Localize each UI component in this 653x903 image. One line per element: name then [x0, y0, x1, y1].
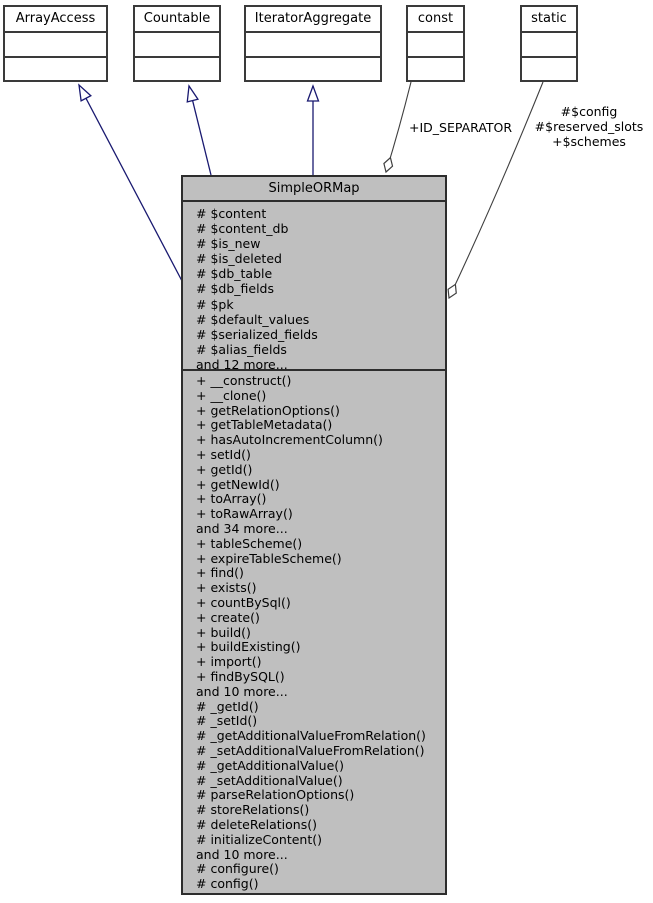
- method-line: + toRawArray(): [196, 506, 293, 522]
- method-line: + getId(): [196, 461, 253, 477]
- class-box-arrayaccess: ArrayAccess: [3, 5, 108, 82]
- empty-methods-compartment: [135, 58, 219, 80]
- aggregation-edge-const: [383, 81, 412, 174]
- method-line: + countBySql(): [196, 594, 291, 610]
- edge-label-line: +$schemes: [552, 134, 626, 149]
- class-box-static: static: [520, 5, 578, 82]
- class-box-simpleormap: SimpleORMap # $content# $content_db# $is…: [181, 175, 447, 895]
- method-line: + buildExisting(): [196, 639, 301, 655]
- empty-attributes-compartment: [522, 33, 576, 58]
- method-line: # initializeContent(): [196, 831, 323, 847]
- method-line: + import(): [196, 654, 262, 670]
- method-line: + setId(): [196, 446, 251, 462]
- attribute-line: # $content: [196, 206, 267, 221]
- edge-label-line: #$reserved_slots: [534, 119, 644, 134]
- method-line: # parseRelationOptions(): [196, 787, 355, 803]
- class-name: IteratorAggregate: [246, 7, 380, 33]
- method-line: + expireTableScheme(): [196, 550, 342, 566]
- empty-attributes-compartment: [5, 33, 106, 58]
- class-name: SimpleORMap: [183, 177, 445, 202]
- class-box-countable: Countable: [133, 5, 221, 82]
- method-line: + tableScheme(): [196, 535, 303, 551]
- inheritance-edge-countable: [186, 84, 212, 176]
- method-line: # _getAdditionalValueFromRelation(): [196, 728, 426, 744]
- method-line: # config(): [196, 876, 259, 892]
- attributes-compartment: # $content# $content_db# $is_new# $is_de…: [183, 202, 445, 371]
- class-name: static: [522, 7, 576, 33]
- method-line: and 10 more...: [196, 846, 288, 862]
- edge-label-const-members: +ID_SEPARATOR: [409, 120, 512, 135]
- attribute-line: # $content_db: [196, 221, 289, 237]
- empty-methods-compartment: [522, 58, 576, 80]
- method-line: # configure(): [196, 861, 279, 877]
- method-line: + getNewId(): [196, 476, 280, 492]
- empty-attributes-compartment: [408, 33, 463, 58]
- attribute-line: and 12 more...: [196, 356, 288, 371]
- class-name: const: [408, 7, 463, 33]
- edge-label-line: #$config: [560, 104, 618, 119]
- attribute-line: # $db_table: [196, 266, 273, 282]
- attribute-line: # $is_deleted: [196, 251, 282, 267]
- edge-label-static-members: #$config#$reserved_slots+$schemes: [528, 104, 650, 149]
- method-line: + create(): [196, 609, 260, 625]
- method-line: # deleteRelations(): [196, 816, 317, 832]
- class-box-iteratoraggregate: IteratorAggregate: [244, 5, 382, 82]
- empty-attributes-compartment: [246, 33, 380, 58]
- method-line: and 10 more...: [196, 683, 288, 699]
- inheritance-edge-arrayaccess: [78, 83, 183, 282]
- attribute-line: # $default_values: [196, 311, 310, 327]
- attribute-line: # $pk: [196, 296, 234, 312]
- attribute-line: # $is_new: [196, 236, 261, 252]
- method-line: + getTableMetadata(): [196, 417, 333, 433]
- method-line: # _setAdditionalValue(): [196, 772, 343, 788]
- method-line: + __clone(): [196, 387, 267, 403]
- attribute-line: # $alias_fields: [196, 341, 287, 357]
- method-line: # _setAdditionalValueFromRelation(): [196, 742, 425, 758]
- method-line: # _getAdditionalValue(): [196, 757, 345, 773]
- empty-attributes-compartment: [135, 33, 219, 58]
- class-name: Countable: [135, 7, 219, 33]
- method-line: # _setId(): [196, 713, 258, 729]
- method-line: + toArray(): [196, 491, 267, 507]
- method-line: + exists(): [196, 580, 257, 596]
- method-line: + build(): [196, 624, 251, 640]
- method-line: + find(): [196, 565, 244, 581]
- attribute-line: # $serialized_fields: [196, 326, 318, 342]
- method-line: + findBySQL(): [196, 668, 285, 684]
- empty-methods-compartment: [246, 58, 380, 80]
- method-line: + hasAutoIncrementColumn(): [196, 432, 383, 448]
- methods-compartment: + __construct()+ __clone()+ getRelationO…: [183, 371, 445, 892]
- method-line: + __construct(): [196, 373, 292, 388]
- empty-methods-compartment: [5, 58, 106, 80]
- edge-label-line: +ID_SEPARATOR: [409, 120, 513, 135]
- empty-methods-compartment: [408, 58, 463, 80]
- method-line: # _getId(): [196, 698, 259, 714]
- method-line: + getRelationOptions(): [196, 402, 340, 418]
- class-name: ArrayAccess: [5, 7, 106, 33]
- class-box-const: const: [406, 5, 465, 82]
- attribute-line: # $db_fields: [196, 281, 275, 297]
- method-line: # storeRelations(): [196, 802, 310, 818]
- aggregation-edge-static: [447, 81, 544, 300]
- method-line: and 34 more...: [196, 520, 288, 536]
